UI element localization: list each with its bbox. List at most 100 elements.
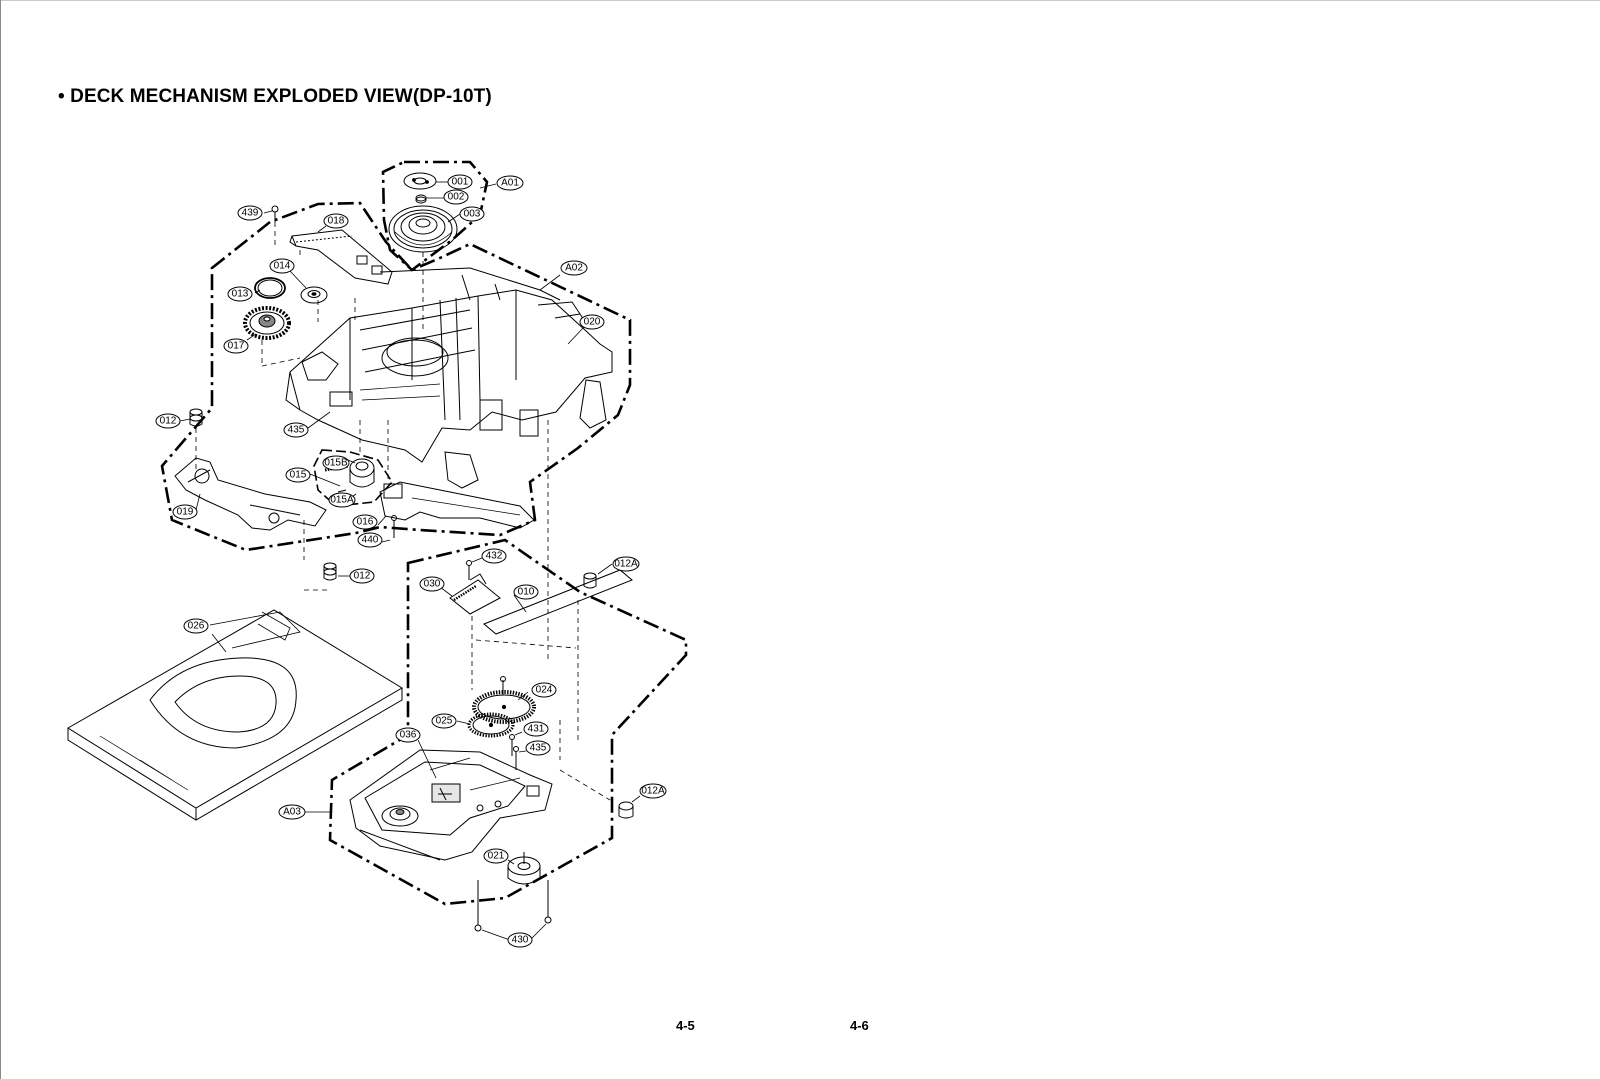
callout-012a-lower-text: 012A (641, 786, 665, 797)
callout-430-text: 430 (512, 935, 529, 946)
assembly-guide-lines (195, 222, 611, 801)
callout-013: 013 (227, 286, 253, 302)
callout-030-text: 030 (424, 579, 441, 590)
callouts: 001 002 003 A01 439 018 A02 014 013 020 … (155, 174, 667, 948)
callout-003: 003 (459, 206, 485, 222)
callout-440: 440 (357, 532, 383, 548)
callout-036: 036 (395, 727, 421, 743)
callout-012a-lower: 012A (639, 783, 667, 799)
callout-021-text: 021 (488, 851, 505, 862)
callout-016: 016 (352, 514, 378, 530)
callout-024-text: 024 (536, 685, 553, 696)
callout-a02-text: A02 (565, 263, 583, 274)
callout-435-upper: 435 (283, 422, 309, 438)
callout-435-lower-text: 435 (530, 743, 547, 754)
damper-012-upper (189, 408, 203, 427)
callout-430: 430 (507, 932, 533, 948)
callout-015a: 015A (328, 492, 356, 508)
top-rule (0, 0, 1600, 1)
callout-012-lower: 012 (349, 568, 375, 584)
group-boundary-015-motor (313, 449, 394, 507)
part-013-belt (254, 277, 286, 299)
callout-002: 002 (443, 189, 469, 205)
callout-439: 439 (237, 205, 263, 221)
callout-015: 015 (285, 467, 311, 483)
callout-002-text: 002 (448, 192, 465, 203)
callout-012a-upper-text: 012A (614, 559, 638, 570)
callout-432-text: 432 (486, 551, 503, 562)
gear-025 (467, 712, 515, 738)
part-019-arm (174, 457, 327, 531)
callout-014-text: 014 (274, 261, 291, 272)
callout-432: 432 (481, 548, 507, 564)
callout-020: 020 (579, 314, 605, 330)
callout-012-upper-text: 012 (160, 416, 177, 427)
callout-003-text: 003 (464, 209, 481, 220)
callout-015a-text: 015A (330, 495, 354, 506)
callout-431-text: 431 (528, 724, 545, 735)
callout-012-upper: 012 (155, 413, 181, 429)
clamper-parts-a01 (388, 172, 458, 253)
part-018-lever (289, 229, 393, 285)
callout-440-text: 440 (362, 535, 379, 546)
callout-010: 010 (513, 584, 539, 600)
callout-017-text: 017 (228, 341, 245, 352)
callout-013-text: 013 (232, 289, 249, 300)
callout-431: 431 (523, 721, 549, 737)
callout-026-text: 026 (188, 621, 205, 632)
traverse-a03 (349, 749, 553, 861)
leader-lines (179, 181, 641, 941)
group-boundary-a03 (328, 538, 688, 906)
callout-016-text: 016 (357, 517, 374, 528)
screw-440 (391, 515, 397, 538)
group-boundary-a02 (160, 201, 632, 552)
callout-015b: 015B (322, 455, 350, 471)
callout-012-lower-text: 012 (354, 571, 371, 582)
callout-435-lower: 435 (525, 740, 551, 756)
callout-439-text: 439 (242, 208, 259, 219)
callout-036-text: 036 (400, 730, 417, 741)
callout-015-text: 015 (290, 470, 307, 481)
callout-a03-text: A03 (283, 807, 301, 818)
flex-board (379, 481, 535, 529)
group-boundary-a01 (381, 160, 489, 272)
callout-012a-upper: 012A (612, 556, 640, 572)
part-014-pulley (300, 286, 328, 304)
disc-tray-026 (67, 609, 403, 821)
callout-a03: A03 (278, 804, 306, 820)
callout-017: 017 (223, 338, 249, 354)
page-title: • DECK MECHANISM EXPLODED VIEW(DP-10T) (58, 86, 492, 107)
screw-432 (466, 560, 472, 580)
callout-021: 021 (483, 848, 509, 864)
page-number-right: 4-6 (850, 1018, 869, 1033)
page-number-left: 4-5 (676, 1018, 695, 1033)
screw-431 (509, 734, 515, 756)
callout-019-text: 019 (177, 507, 194, 518)
screws-430 (474, 880, 552, 932)
callout-010-text: 010 (518, 587, 535, 598)
callout-020-text: 020 (584, 317, 601, 328)
damper-012a-lower (618, 801, 634, 819)
callout-025-text: 025 (436, 716, 453, 727)
callout-001-text: 001 (452, 177, 469, 188)
callout-018: 018 (323, 213, 349, 229)
callout-435-upper-text: 435 (288, 425, 305, 436)
callout-001: 001 (447, 174, 473, 190)
callout-018-text: 018 (328, 216, 345, 227)
callout-a01: A01 (496, 175, 524, 191)
callout-030: 030 (419, 576, 445, 592)
part-017-gear (243, 306, 291, 340)
callout-019: 019 (172, 504, 198, 520)
callout-026: 026 (183, 618, 209, 634)
callout-024: 024 (531, 682, 557, 698)
damper-012-lower (323, 562, 337, 581)
motor-021 (507, 852, 541, 885)
part-030-board (449, 573, 501, 615)
callout-a01-text: A01 (501, 178, 519, 189)
deck-frame-a02 (285, 267, 613, 489)
flex-cable-010 (483, 569, 633, 635)
callout-025: 025 (431, 713, 457, 729)
screw-439 (271, 205, 279, 222)
callout-a02: A02 (560, 260, 588, 276)
